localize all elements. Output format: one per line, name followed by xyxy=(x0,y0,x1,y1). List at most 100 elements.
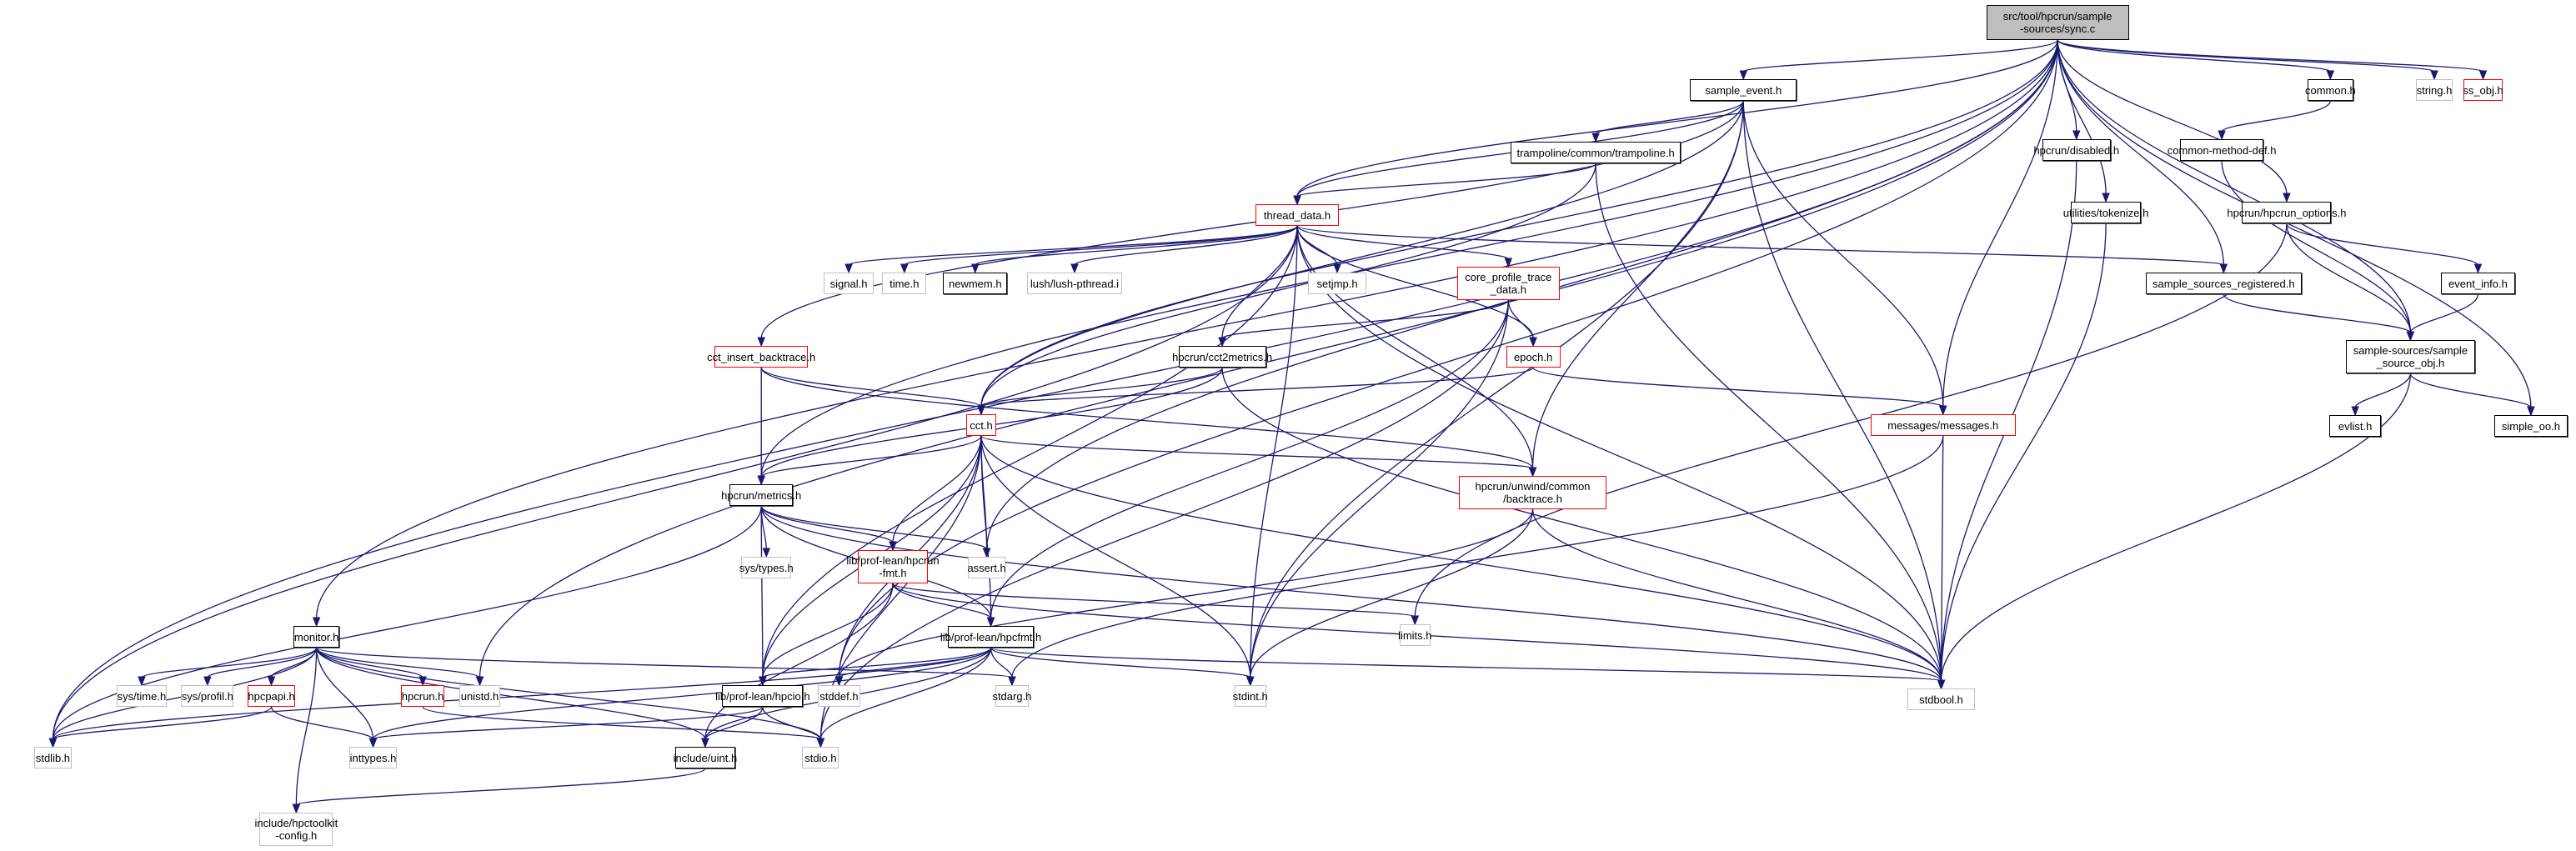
edge-cct-h-to-hpcrun-fmt-h xyxy=(892,435,982,543)
node-sample-sources-registered-h[interactable]: sample_sources_registered.h xyxy=(2145,273,2303,294)
edge-sample-event-h-to-stdint-h xyxy=(1250,100,1744,678)
edge-core-profile-trace-data-h-to-stdio-h xyxy=(819,299,1509,740)
node-sys-types-h[interactable]: sys/types.h xyxy=(739,557,794,578)
arrowhead-icon xyxy=(2478,70,2488,81)
node-lush-pthread-i[interactable]: lush/lush-pthread.i xyxy=(1026,273,1123,294)
edge-common-h-to-common-method-def-h xyxy=(2221,100,2331,133)
edge-hpcrun-options-h-to-sample-source-obj-h xyxy=(2286,223,2412,333)
node-simple-oo-h[interactable]: simple_oo.h xyxy=(2493,415,2568,437)
arrowhead-icon xyxy=(2473,263,2483,274)
edge-hpcrun-h-to-stdio-h xyxy=(422,706,822,740)
edge-hpcfmt-h-to-hpcio-h xyxy=(762,647,992,678)
edge-epoch-h-to-cct-h xyxy=(980,367,1534,408)
node-stdlib-h[interactable]: stdlib.h xyxy=(33,747,73,768)
node-hpctoolkit-config-h[interactable]: include/hpctoolkit -config.h xyxy=(254,813,338,846)
node-cct2metrics-h[interactable]: hpcrun/cct2metrics.h xyxy=(1172,346,1272,368)
node-event-info-h[interactable]: event_info.h xyxy=(2440,273,2516,294)
edge-monitor-h-to-uint-h xyxy=(315,647,706,740)
arrowhead-icon xyxy=(982,548,991,558)
node-limits-h[interactable]: limits.h xyxy=(1398,624,1432,646)
node-ss-obj-h[interactable]: ss_obj.h xyxy=(2463,79,2503,101)
node-unistd-h[interactable]: unistd.h xyxy=(459,685,501,707)
edge-hpcpapi-h-to-stdlib-h xyxy=(52,706,273,740)
edge-hpcpapi-h-to-inttypes-h xyxy=(270,706,374,740)
node-backtrace-h[interactable]: hpcrun/unwind/common /backtrace.h xyxy=(1459,476,1606,509)
node-stdarg-h[interactable]: stdarg.h xyxy=(992,685,1031,707)
node-string-h[interactable]: string.h xyxy=(2415,79,2453,101)
edge-sample-event-h-to-messages-h xyxy=(1742,100,1944,408)
arrowhead-icon xyxy=(1504,258,1513,268)
node-uint-h[interactable]: include/uint.h xyxy=(674,747,737,768)
node-sample-source-obj-h[interactable]: sample-sources/sample _source_obj.h xyxy=(2346,340,2475,373)
node-stdio-h[interactable]: stdio.h xyxy=(802,747,839,768)
node-core-profile-trace-data-h[interactable]: core_profile_trace _data.h xyxy=(1457,267,1560,300)
edge-monitor-h-to-stdarg-h xyxy=(315,647,1013,678)
node-stdbool-h[interactable]: stdbool.h xyxy=(1907,688,1976,710)
edge-monitor-h-to-sys-time-h xyxy=(141,647,318,678)
node-epoch-h[interactable]: epoch.h xyxy=(1506,346,1561,368)
node-tokenize-h[interactable]: utilities/tokenize.h xyxy=(2063,202,2148,223)
node-cct-insert-backtrace-h[interactable]: cct_insert_backtrace.h xyxy=(707,346,815,368)
node-assert-h[interactable]: assert.h xyxy=(967,557,1006,578)
edge-sample-source-obj-h-to-simple-oo-h xyxy=(2409,373,2532,408)
node-cct-h[interactable]: cct.h xyxy=(965,414,997,436)
edge-hpcfmt-h-to-stdint-h xyxy=(990,647,1251,678)
node-common-method-def-h[interactable]: common-method-def.h xyxy=(2168,139,2277,161)
edge-thread-data-h-to-lush-pthread-i xyxy=(1074,225,1298,266)
node-hpcio-h[interactable]: lib/prof-lean/hpcio.h xyxy=(715,685,810,707)
node-common-h[interactable]: common.h xyxy=(2305,79,2356,101)
node-signal-h[interactable]: signal.h xyxy=(823,273,875,294)
edge-cct-h-to-backtrace-h xyxy=(980,435,1534,469)
edge-trampoline-h-to-cct-h xyxy=(980,163,1596,408)
arrowhead-icon xyxy=(368,738,378,748)
edge-hpcfmt-h-to-stdbool-h xyxy=(990,647,1942,682)
edge-sync-c-to-cct-h xyxy=(980,39,2058,408)
edge-hpcrun-fmt-h-to-uint-h xyxy=(704,583,894,740)
node-time-h[interactable]: time.h xyxy=(882,273,927,294)
node-hpcrun-options-h[interactable]: hpcrun/hpcrun_options.h xyxy=(2227,202,2346,223)
arrowhead-icon xyxy=(757,337,765,348)
node-stdint-h[interactable]: stdint.h xyxy=(1233,685,1268,707)
edge-thread-data-h-to-signal-h xyxy=(848,225,1298,266)
node-metrics-h[interactable]: hpcrun/metrics.h xyxy=(721,484,801,506)
node-messages-h[interactable]: messages/messages.h xyxy=(1870,414,2016,436)
node-trampoline-h[interactable]: trampoline/common/trampoline.h xyxy=(1511,142,1681,163)
arrowhead-icon xyxy=(312,617,321,628)
node-hpcrun-fmt-h[interactable]: lib/prof-lean/hpcrun -fmt.h xyxy=(846,550,940,583)
arrowhead-icon xyxy=(1070,263,1079,274)
node-hpcpapi-h[interactable]: hpcpapi.h xyxy=(247,685,296,707)
node-disabled-h[interactable]: hpcrun/disabled.h xyxy=(2033,139,2119,161)
node-evlist-h[interactable]: evlist.h xyxy=(2329,415,2382,437)
arrowhead-icon xyxy=(2072,130,2081,141)
edge-sample-source-obj-h-to-evlist-h xyxy=(2354,373,2412,408)
node-newmem-h[interactable]: newmem.h xyxy=(943,273,1008,294)
edge-metrics-h-to-hpcio-h xyxy=(760,505,764,678)
node-sys-time-h[interactable]: sys/time.h xyxy=(117,685,167,707)
edge-cct-h-to-hpcfmt-h xyxy=(980,435,992,619)
arrowhead-icon xyxy=(2527,406,2535,417)
node-sys-profil-h[interactable]: sys/profil.h xyxy=(181,685,234,707)
node-sample-event-h[interactable]: sample_event.h xyxy=(1690,79,1797,101)
edge-cct-h-to-metrics-h xyxy=(760,435,982,478)
edge-thread-data-h-to-time-h xyxy=(904,225,1298,266)
edge-cct-insert-backtrace-h-to-backtrace-h xyxy=(760,367,1534,469)
node-setjmp-h[interactable]: setjmp.h xyxy=(1308,273,1366,294)
edge-monitor-h-to-sys-profil-h xyxy=(207,647,318,678)
arrowhead-icon xyxy=(1293,195,1301,206)
arrowhead-icon xyxy=(2219,263,2228,274)
node-monitor-h[interactable]: monitor.h xyxy=(293,626,340,648)
node-stddef-h[interactable]: stddef.h xyxy=(818,685,860,707)
edge-messages-h-to-stdbool-h xyxy=(1940,435,1944,682)
edge-cct-insert-backtrace-h-to-cct-h xyxy=(760,367,982,408)
edge-thread-data-h-to-stdbool-h xyxy=(1296,225,1942,682)
node-hpcfmt-h[interactable]: lib/prof-lean/hpcfmt.h xyxy=(940,626,1041,648)
node-hpcrun-h[interactable]: hpcrun.h xyxy=(401,685,445,707)
node-thread-data-h[interactable]: thread_data.h xyxy=(1255,204,1339,226)
edge-hpcfmt-h-to-stdlib-h xyxy=(52,647,992,740)
edge-thread-data-h-to-hpcio-h xyxy=(762,225,1298,678)
edge-cct2metrics-h-to-stdbool-h xyxy=(1221,367,1942,682)
edge-core-profile-trace-data-h-to-hpcfmt-h xyxy=(990,299,1509,619)
node-inttypes-h[interactable]: inttypes.h xyxy=(349,747,397,768)
arrowhead-icon xyxy=(762,548,771,558)
